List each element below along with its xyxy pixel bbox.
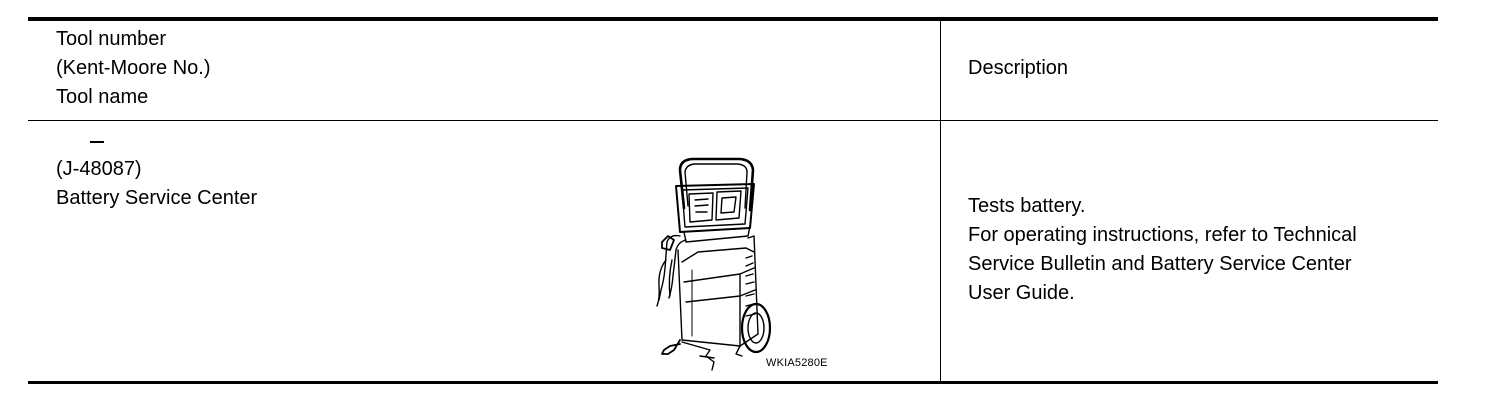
description-line: Tests battery.: [968, 195, 1086, 217]
header-separator-rule: [28, 120, 1438, 121]
description-cell: Tests battery. For operating instruction…: [968, 192, 1357, 308]
table-top-rule: [28, 17, 1438, 21]
column-divider: [940, 20, 941, 382]
description-line: Service Bulletin and Battery Service Cen…: [968, 253, 1352, 275]
tool-number-dash: [56, 126, 257, 155]
header-kent-moore: (Kent-Moore No.): [56, 57, 211, 79]
header-description: Description: [968, 57, 1069, 79]
header-tool-cell: Tool number (Kent-Moore No.) Tool name: [56, 25, 211, 112]
tool-name: Battery Service Center: [56, 187, 258, 209]
tool-cell: (J-48087) Battery Service Center: [56, 126, 257, 213]
table-bottom-rule: [28, 381, 1438, 384]
figure-code: WKIA5280E: [766, 357, 828, 369]
battery-service-center-illustration: [656, 157, 772, 371]
header-tool-name: Tool name: [56, 86, 149, 108]
description-line: User Guide.: [968, 282, 1075, 304]
header-tool-number: Tool number: [56, 28, 167, 50]
description-line: For operating instructions, refer to Tec…: [968, 224, 1357, 246]
kent-moore-number: (J-48087): [56, 158, 142, 180]
